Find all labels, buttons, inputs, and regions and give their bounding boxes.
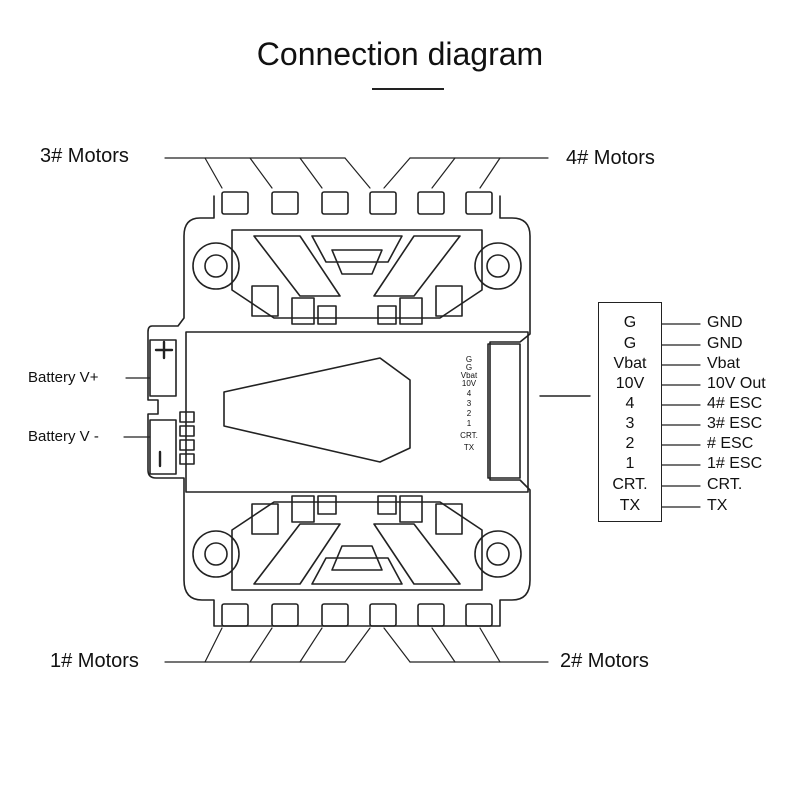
battery-positive-label: Battery V+: [28, 369, 99, 386]
board-pad-label: 3: [466, 399, 472, 408]
connector-pin: 2: [625, 435, 635, 452]
battery-pads: [149, 339, 177, 475]
connector-pin: G: [623, 335, 637, 352]
battery-negative-label: Battery V -: [28, 428, 99, 445]
signal-label: GND: [707, 335, 743, 352]
title-underline: [372, 88, 444, 90]
motor-2-label: 2# Motors: [560, 650, 649, 672]
top-motor-pads: [221, 191, 493, 215]
motor-3-label: 3# Motors: [40, 145, 129, 167]
bottom-motor-pads: [221, 603, 493, 627]
connector-pin: 1: [625, 455, 635, 472]
connector-pin-box: [598, 302, 662, 522]
signal-label: TX: [707, 497, 728, 514]
battery-leader-lines: [123, 377, 151, 438]
connector-pin: G: [623, 314, 637, 331]
signal-label: 1# ESC: [707, 455, 763, 472]
signal-label: # ESC: [707, 435, 754, 452]
lower-frame: [231, 495, 483, 591]
signal-label: 4# ESC: [707, 395, 763, 412]
signal-label: CRT.: [707, 476, 743, 493]
connector-pin: 4: [625, 395, 635, 412]
mounting-holes: [192, 242, 522, 578]
board-outline: [147, 195, 531, 627]
signal-label: 10V Out: [707, 375, 766, 392]
board-pad-label: Vbat: [460, 371, 478, 380]
upper-frame: [231, 229, 483, 325]
connector-pin: Vbat: [613, 355, 647, 372]
board-pad-label: CRT.: [460, 431, 478, 440]
signal-label: GND: [707, 314, 743, 331]
motor-1-label: 1# Motors: [50, 650, 139, 672]
board-pad-label: 1: [466, 419, 472, 428]
small-pads: [179, 411, 195, 465]
signal-label: Vbat: [707, 355, 740, 372]
connector-pin: 3: [625, 415, 635, 432]
signal-label: 3# ESC: [707, 415, 763, 432]
signal-leader-lines: [661, 323, 701, 508]
board-pad-label: G: [465, 363, 473, 372]
motor-leader-lines: [164, 157, 549, 663]
board-pad-label: 10V: [461, 379, 477, 388]
board-pad-label: TX: [463, 443, 475, 452]
motor-4-label: 4# Motors: [566, 147, 655, 169]
connector-pin: 10V: [615, 375, 645, 392]
connector-pin: TX: [619, 497, 641, 514]
diagram-title: Connection diagram: [256, 36, 544, 72]
board-pad-label: G: [465, 355, 473, 364]
connector-pin: CRT.: [612, 476, 648, 493]
mcu-outline: [223, 357, 411, 463]
board-pad-label: 2: [466, 409, 472, 418]
board-pad-label: 4: [466, 389, 472, 398]
side-connector: [487, 343, 521, 479]
